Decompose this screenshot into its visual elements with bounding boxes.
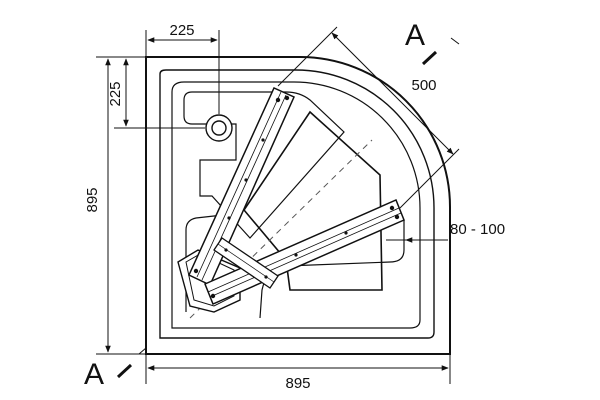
dim-label-support-offset: 80 - 100 [450,221,505,238]
dim-label-drain-offset-x: 225 [169,22,194,39]
dim-label-radius: 500 [411,77,436,94]
dimension-side-width: 895 [145,354,451,392]
dimension-radius: 500 [277,26,460,209]
section-mark-top: A [405,19,460,66]
dim-label-side-width: 895 [285,375,310,392]
dim-label-side-height: 895 [84,187,101,212]
drain-hole-icon [205,114,233,142]
dimension-drain-offset-x: 225 [145,22,220,114]
dimension-side-height: 895 [84,56,146,355]
bolt-holes [193,95,400,299]
section-label-bottom: A [84,358,104,391]
dimension-support-offset: 80 - 100 [386,221,505,248]
section-label-top: A [405,19,425,52]
section-mark-bottom: A [84,347,147,391]
support-frame-icon [177,87,405,313]
sunken-panel-upper [183,91,345,239]
diagonal-axis-line [189,139,373,319]
tray-outer-outline [145,56,451,355]
dim-label-drain-offset-y: 225 [107,81,124,106]
support-rail-long [188,87,295,287]
